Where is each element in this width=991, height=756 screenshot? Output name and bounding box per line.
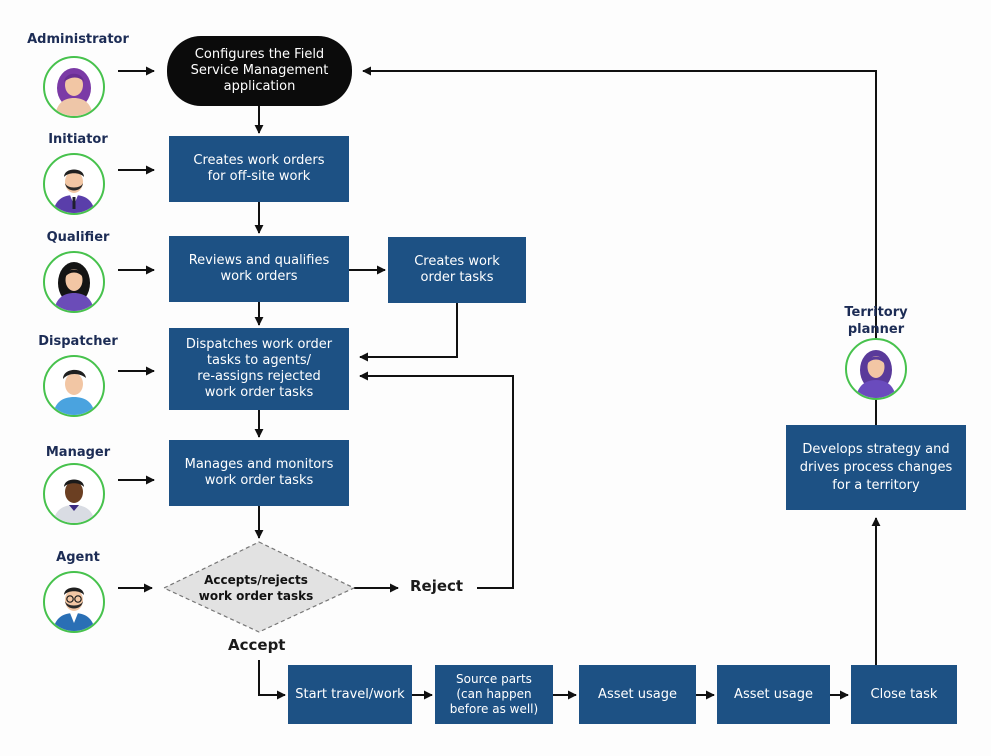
start-travel-step: Start travel/work <box>288 665 412 724</box>
close-task-step: Close task <box>851 665 957 724</box>
role-dispatcher: Dispatcher <box>38 334 118 349</box>
arrow-create-tasks-to-dispatch <box>359 303 458 362</box>
dispatch-tasks-step: Dispatches work order tasks to agents/ r… <box>169 328 349 410</box>
woman-avatar-icon <box>43 251 105 313</box>
manage-tasks-step: Manages and monitors work order tasks <box>169 440 349 506</box>
bearded-man-avatar-icon <box>43 153 105 215</box>
create-work-order-tasks-step: Creates work order tasks <box>388 237 526 303</box>
man-avatar-icon <box>43 463 105 525</box>
woman-avatar-icon <box>845 338 907 400</box>
man-avatar-icon <box>43 355 105 417</box>
develop-strategy-step: Develops strategy and drives process cha… <box>786 425 966 510</box>
role-administrator: Administrator <box>27 32 129 47</box>
create-work-orders-step: Creates work orders for off-site work <box>169 136 349 202</box>
woman-avatar-icon <box>43 56 105 118</box>
role-territory-planner: Territory planner <box>844 305 908 337</box>
configure-step: Configures the Field Service Management … <box>167 36 352 106</box>
arrow-accept-to-start-travel <box>258 660 286 700</box>
role-initiator: Initiator <box>48 132 108 147</box>
man-with-glasses-avatar-icon <box>43 571 105 633</box>
asset-usage-step-1: Asset usage <box>579 665 696 724</box>
review-work-orders-step: Reviews and qualifies work orders <box>169 236 349 302</box>
accept-reject-decision-label: Accepts/rejects work order tasks <box>198 573 314 603</box>
reject-label: Reject <box>410 577 464 595</box>
decision-diamond <box>162 541 356 633</box>
accept-label: Accept <box>228 636 286 654</box>
asset-usage-step-2: Asset usage <box>717 665 830 724</box>
role-manager: Manager <box>45 445 111 460</box>
arrow-reject-to-dispatch <box>359 371 514 589</box>
role-qualifier: Qualifier <box>46 230 110 245</box>
source-parts-step: Source parts (can happen before as well) <box>435 665 553 724</box>
role-agent: Agent <box>56 550 100 565</box>
arrow-planner-to-configure <box>362 66 877 339</box>
